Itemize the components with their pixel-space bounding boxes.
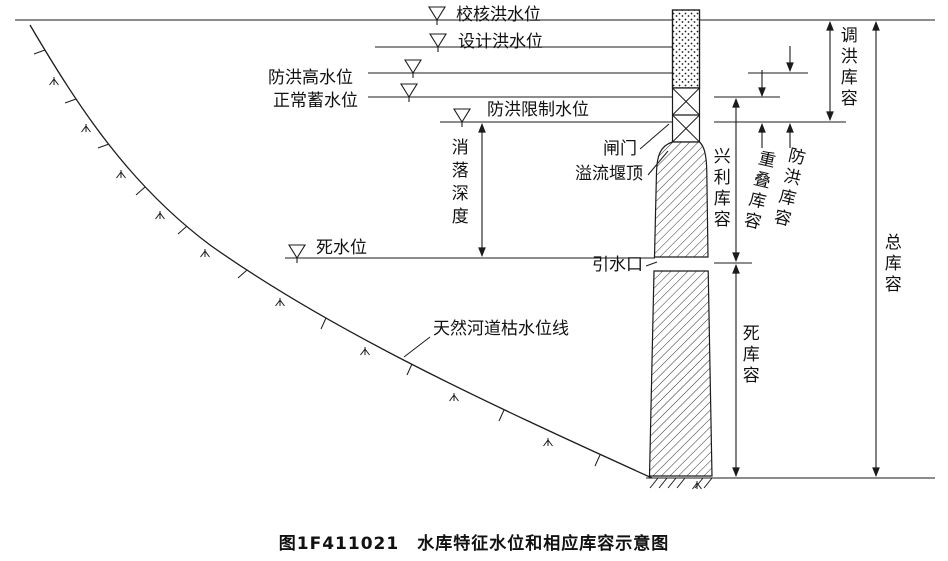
symbol-flood-limit <box>453 108 471 128</box>
label-flood-regulation-capacity: 调洪库容 <box>836 26 857 110</box>
label-beneficial-capacity: 兴利库容 <box>709 147 730 231</box>
extension-ticks <box>714 72 846 264</box>
figure-caption: 图1F411021 水库特征水位和相应库容示意图 <box>278 534 670 554</box>
symbol-design-flood <box>429 33 447 53</box>
reservoir-bed <box>29 24 713 490</box>
label-intake: 引水口 <box>592 255 643 275</box>
symbol-normal-storage <box>400 83 418 103</box>
level-symbols <box>288 6 471 264</box>
label-drawdown-depth: 消落深度 <box>447 138 468 230</box>
label-gate: 闸门 <box>603 139 637 159</box>
label-check-flood-level: 校核洪水位 <box>456 5 541 25</box>
symbol-dead-water <box>288 244 306 264</box>
water-level-lines <box>15 19 935 479</box>
river-bed-curve <box>29 24 653 479</box>
gate-section <box>671 87 701 143</box>
label-normal-storage-level: 正常蓄水位 <box>273 91 358 111</box>
leader-lines <box>403 123 670 358</box>
leader-natural-channel <box>403 336 431 358</box>
capacity-arrows <box>478 21 880 477</box>
label-flood-limit-level: 防洪限制水位 <box>487 100 589 120</box>
ground-hatch-ticks <box>33 49 601 467</box>
dam <box>648 9 713 477</box>
leader-intake <box>645 261 658 267</box>
label-dead-water-level: 死水位 <box>316 238 367 258</box>
label-total-capacity: 总库容 <box>880 233 901 296</box>
label-weir-crest: 溢流堰顶 <box>575 164 643 184</box>
leader-weir-crest <box>647 150 669 176</box>
base-hatch-ticks <box>649 477 713 489</box>
symbol-check-flood <box>428 6 446 26</box>
leader-gate <box>639 123 670 150</box>
symbol-flood-high <box>404 59 422 79</box>
label-design-flood-level: 设计洪水位 <box>458 32 543 52</box>
label-dead-capacity: 死库容 <box>738 324 759 387</box>
label-flood-high-level: 防洪高水位 <box>268 68 353 88</box>
label-natural-channel: 天然河道枯水位线 <box>433 319 569 339</box>
